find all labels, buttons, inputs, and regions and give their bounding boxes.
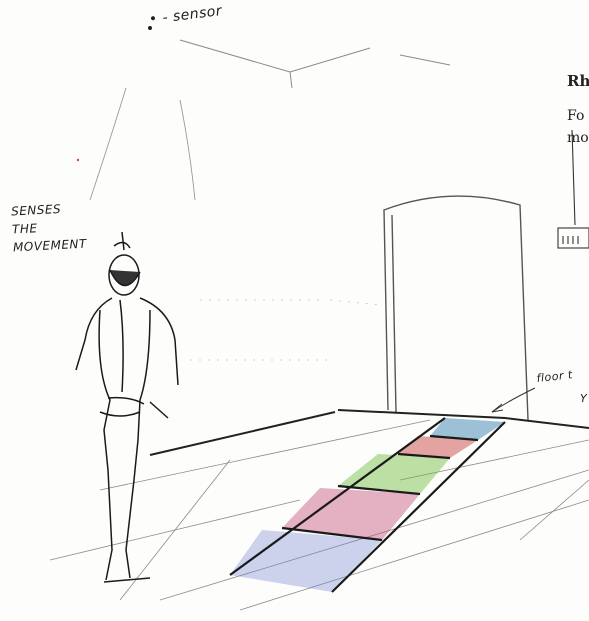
- person-figure: [76, 232, 178, 582]
- red-dot: [77, 159, 79, 161]
- paragraph-fragment-line-1: Fo: [567, 108, 589, 124]
- light-cone: [90, 88, 195, 200]
- tile-violet: [230, 530, 382, 592]
- floor-label-2: Y: [580, 392, 587, 405]
- floor-tiles: [230, 418, 505, 592]
- tile-pink: [282, 488, 420, 540]
- wall-dots: [190, 300, 380, 360]
- door: [384, 196, 528, 420]
- paragraph-fragment-line-2: mo: [567, 130, 589, 146]
- page-heading-fragment: Rh: [567, 72, 589, 90]
- ceiling-lines: [180, 40, 450, 88]
- arrow-to-floor: [492, 388, 535, 412]
- sensor-device: [558, 130, 589, 248]
- senses-movement-label: SENSES THE MOVEMENT: [11, 198, 109, 257]
